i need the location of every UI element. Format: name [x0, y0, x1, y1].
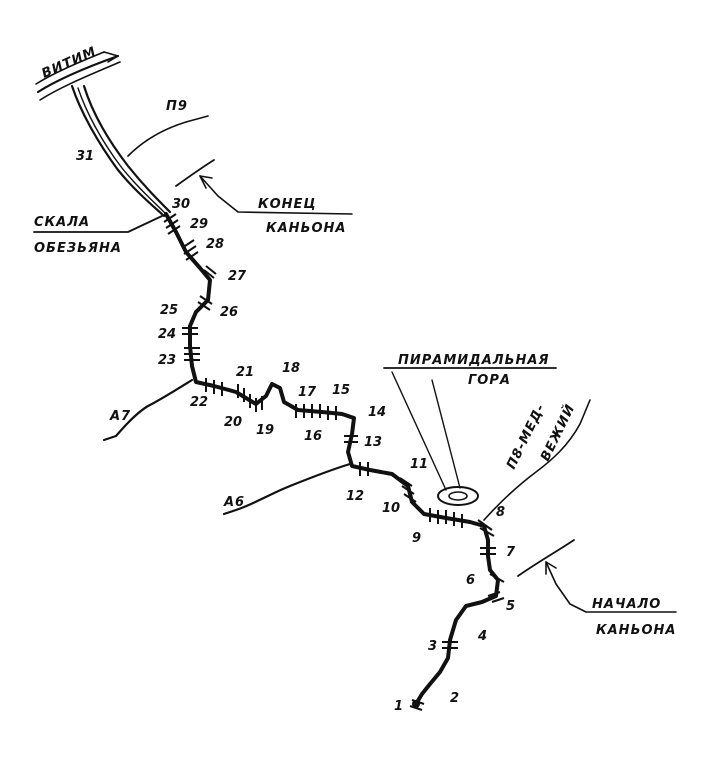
rapid-markers	[163, 213, 505, 711]
rapid-number-6: 6	[466, 573, 475, 588]
rapid-number-11: 11	[410, 457, 428, 472]
tributary-a7-label: А7	[109, 409, 131, 424]
rapid-number-5: 5	[506, 599, 515, 614]
rapid-number-7: 7	[506, 545, 516, 560]
rapid-number-8: 8	[496, 505, 505, 520]
rapid-number-27: 27	[228, 269, 247, 284]
rapid-number-13: 13	[364, 435, 382, 450]
river-channel	[70, 84, 500, 706]
mountain-label-line2: ГОРА	[468, 373, 511, 388]
rapid-number-2: 2	[450, 691, 459, 706]
rapid-number-28: 28	[206, 237, 224, 252]
pyramid-mountain-icon	[437, 486, 479, 506]
vitim-river: ВИТИМ	[35, 44, 121, 101]
rapid-number-17: 17	[298, 385, 317, 400]
rapid-number-26: 26	[220, 305, 238, 320]
rapid-number-4: 4	[477, 629, 487, 644]
rapid-number-24: 24	[158, 327, 176, 342]
rapid-number-25: 25	[160, 303, 178, 318]
rock-label-line2: ОБЕЗЬЯНА	[34, 241, 122, 256]
mountain-label-line1: ПИРАМИДАЛЬНАЯ	[398, 353, 549, 368]
rapid-number-12: 12	[346, 489, 364, 504]
rapid-number-19: 19	[256, 423, 274, 438]
rapid-number-9: 9	[412, 531, 421, 546]
rapid-number-14: 14	[368, 405, 386, 420]
tributary-p8-label-line1: П8-МЕД-	[504, 401, 549, 472]
canyon-end-label-line1: КОНЕЦ	[258, 197, 317, 212]
rapid-number-22: 22	[190, 395, 208, 410]
canyon-end-label-line2: КАНЬОНА	[266, 221, 346, 236]
rapid-number-1: 1	[394, 699, 403, 714]
rapid-number-29: 29	[190, 217, 208, 232]
rapid-number-16: 16	[304, 429, 322, 444]
rapid-number-21: 21	[236, 365, 254, 380]
rapid-number-20: 20	[224, 415, 242, 430]
start-point-marker	[412, 700, 420, 708]
tributary-p9-label: П9	[166, 99, 188, 114]
rapid-number-3: 3	[428, 639, 437, 654]
rapid-number-10: 10	[382, 501, 400, 516]
rapid-number-23: 23	[158, 353, 176, 368]
rock-label-line1: СКАЛА	[34, 215, 90, 230]
rapid-number-15: 15	[332, 383, 350, 398]
rapid-numbers: 1 2 3 4 5 6 7 8 9 10 11 12 13 14 15 16 1…	[76, 149, 516, 714]
rapid-number-31: 31	[76, 149, 94, 164]
canyon-start-label-line1: НАЧАЛО	[592, 597, 661, 612]
rapid-number-30: 30	[172, 197, 190, 212]
rapid-number-18: 18	[282, 361, 300, 376]
landmarks: СКАЛА ОБЕЗЬЯНА КОНЕЦ КАНЬОНА ПИРАМИДАЛЬН…	[33, 159, 677, 638]
tributary-a6-label: А6	[223, 495, 245, 510]
canyon-start-label-line2: КАНЬОНА	[596, 623, 676, 638]
